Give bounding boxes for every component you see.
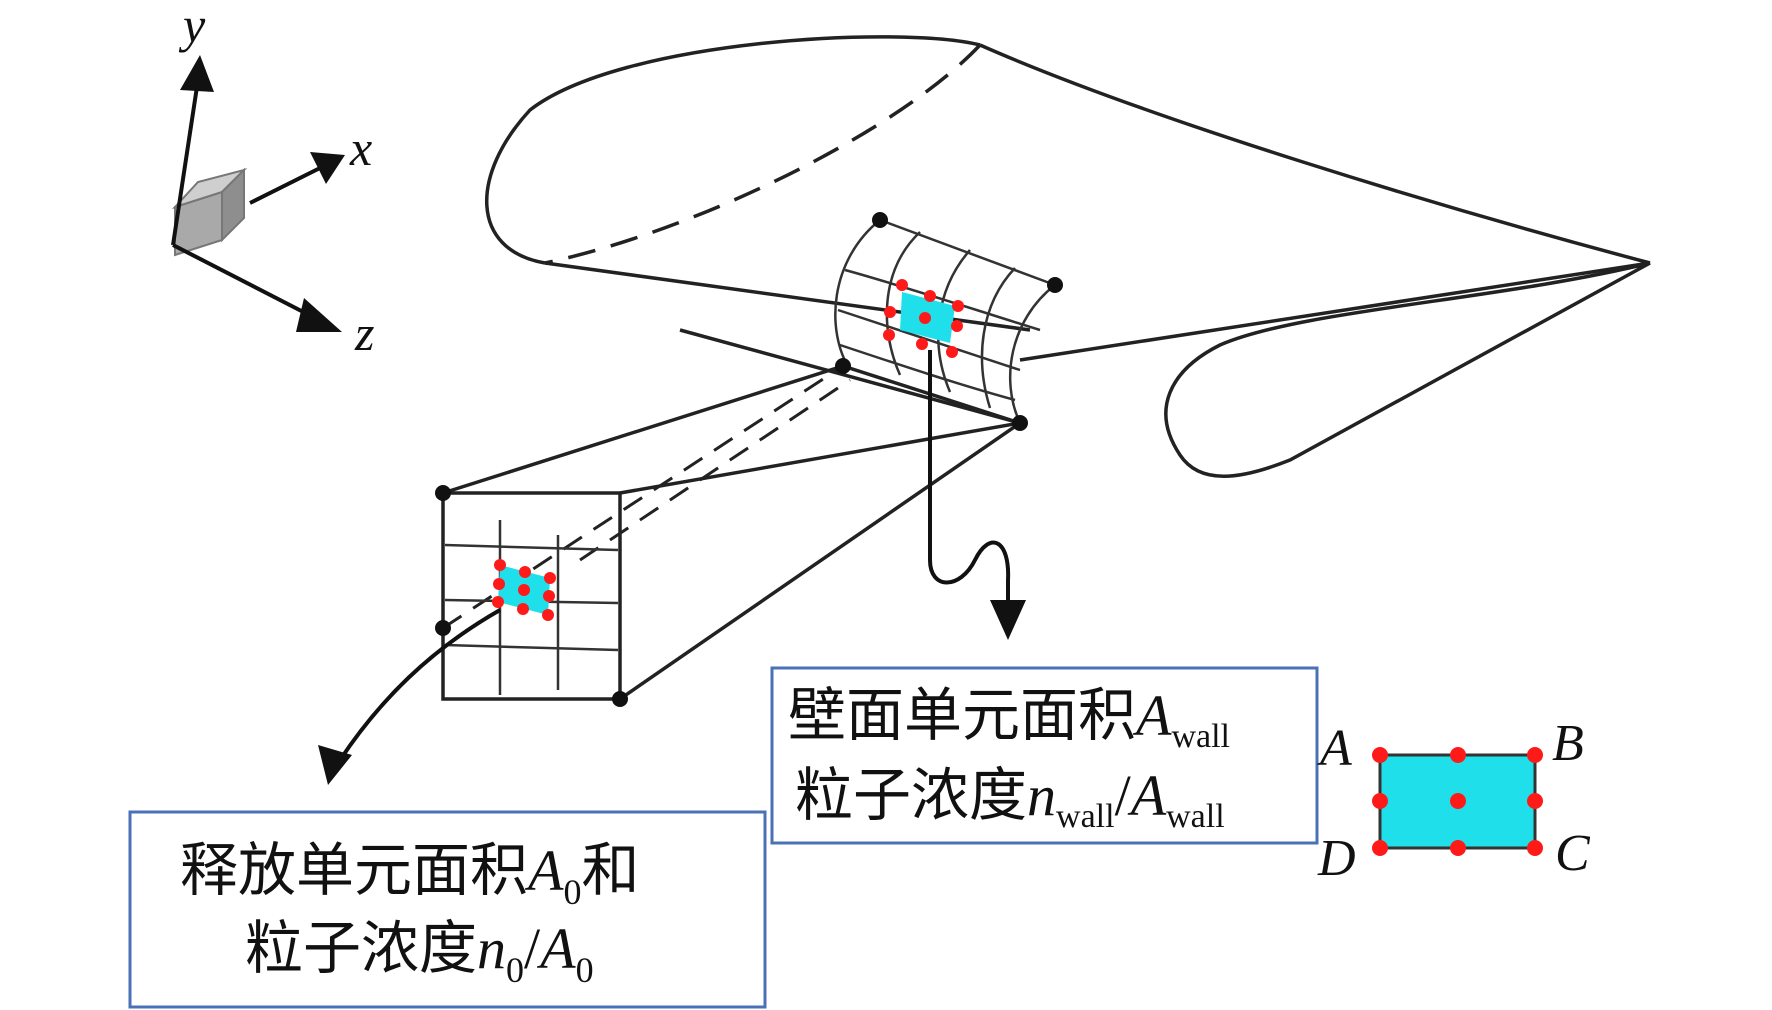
- y-axis-line: [171, 79, 200, 246]
- release-point: [543, 590, 555, 602]
- wall-callout: 壁面单元面积Awall 粒子浓度nwall/Awall: [770, 666, 1319, 845]
- node: [835, 358, 851, 374]
- node: [1012, 415, 1028, 431]
- duct-corner-nodes: [435, 212, 1063, 707]
- corner-label-c: C: [1555, 825, 1591, 882]
- release-point: [544, 572, 556, 584]
- wall-point: [896, 279, 908, 291]
- wall-point: [916, 338, 928, 350]
- origin-cube-icon: [171, 167, 248, 257]
- wall-cell: [883, 279, 964, 358]
- axis-label-z: z: [354, 305, 374, 361]
- z-axis-arrow-icon: [296, 298, 342, 332]
- wall-point: [924, 290, 936, 302]
- legend-point: [1527, 840, 1543, 856]
- legend-point: [1450, 747, 1466, 763]
- legend-point: [1527, 747, 1543, 763]
- node: [612, 691, 628, 707]
- wall-point: [884, 306, 896, 318]
- release-callout-line2: 粒子浓度n0/A0: [245, 916, 594, 990]
- axis-label-x: x: [349, 120, 372, 176]
- legend-point: [1372, 747, 1388, 763]
- corner-label-d: D: [1317, 830, 1356, 887]
- node: [435, 620, 451, 636]
- release-point: [518, 584, 530, 596]
- x-axis-line: [249, 166, 321, 205]
- release-point: [492, 596, 504, 608]
- wall-callout-box: [770, 666, 1319, 845]
- wall-arrowhead-icon: [990, 600, 1026, 640]
- axis-label-y: y: [178, 0, 206, 53]
- cell-legend: A B C D: [1317, 715, 1591, 887]
- release-point: [542, 609, 554, 621]
- release-callout: 释放单元面积A0和 粒子浓度n0/A0: [128, 810, 767, 1009]
- legend-point: [1372, 840, 1388, 856]
- y-axis-arrow-icon: [180, 55, 214, 92]
- legend-point: [1372, 793, 1388, 809]
- legend-point: [1450, 840, 1466, 856]
- wall-point: [883, 329, 895, 341]
- x-axis-arrow-icon: [310, 152, 345, 184]
- wing-root-edge: [679, 328, 1021, 425]
- legend-point: [1527, 793, 1543, 809]
- node: [435, 485, 451, 501]
- node: [872, 212, 888, 228]
- wall-leader-arrow: [928, 350, 1011, 605]
- wall-point: [952, 300, 964, 312]
- z-axis-line: [172, 243, 316, 320]
- wall-point: [951, 320, 963, 332]
- release-point: [519, 566, 531, 578]
- wing-body: [485, 35, 1651, 478]
- node: [1047, 277, 1063, 293]
- release-point: [494, 559, 506, 571]
- release-cell: [492, 559, 556, 621]
- wall-point: [946, 346, 958, 358]
- duct-hidden-edge-2: [579, 378, 851, 562]
- wall-callout-line1: 壁面单元面积Awall: [788, 683, 1230, 755]
- coordinate-axes: y x z: [171, 0, 374, 361]
- corner-label-a: A: [1317, 720, 1352, 777]
- release-callout-line1: 释放单元面积A0和: [180, 838, 639, 912]
- duct-box: [441, 364, 1021, 701]
- corner-label-b: B: [1552, 715, 1584, 772]
- release-point: [517, 603, 529, 615]
- legend-point: [1450, 793, 1466, 809]
- wing-hidden-edge: [544, 43, 982, 265]
- release-point: [493, 578, 505, 590]
- wall-callout-line2: 粒子浓度nwall/Awall: [795, 763, 1225, 835]
- release-arrowhead-icon: [318, 745, 352, 785]
- release-callout-box: [128, 810, 767, 1009]
- wall-point: [919, 312, 931, 324]
- release-leader-arrow: [338, 608, 501, 762]
